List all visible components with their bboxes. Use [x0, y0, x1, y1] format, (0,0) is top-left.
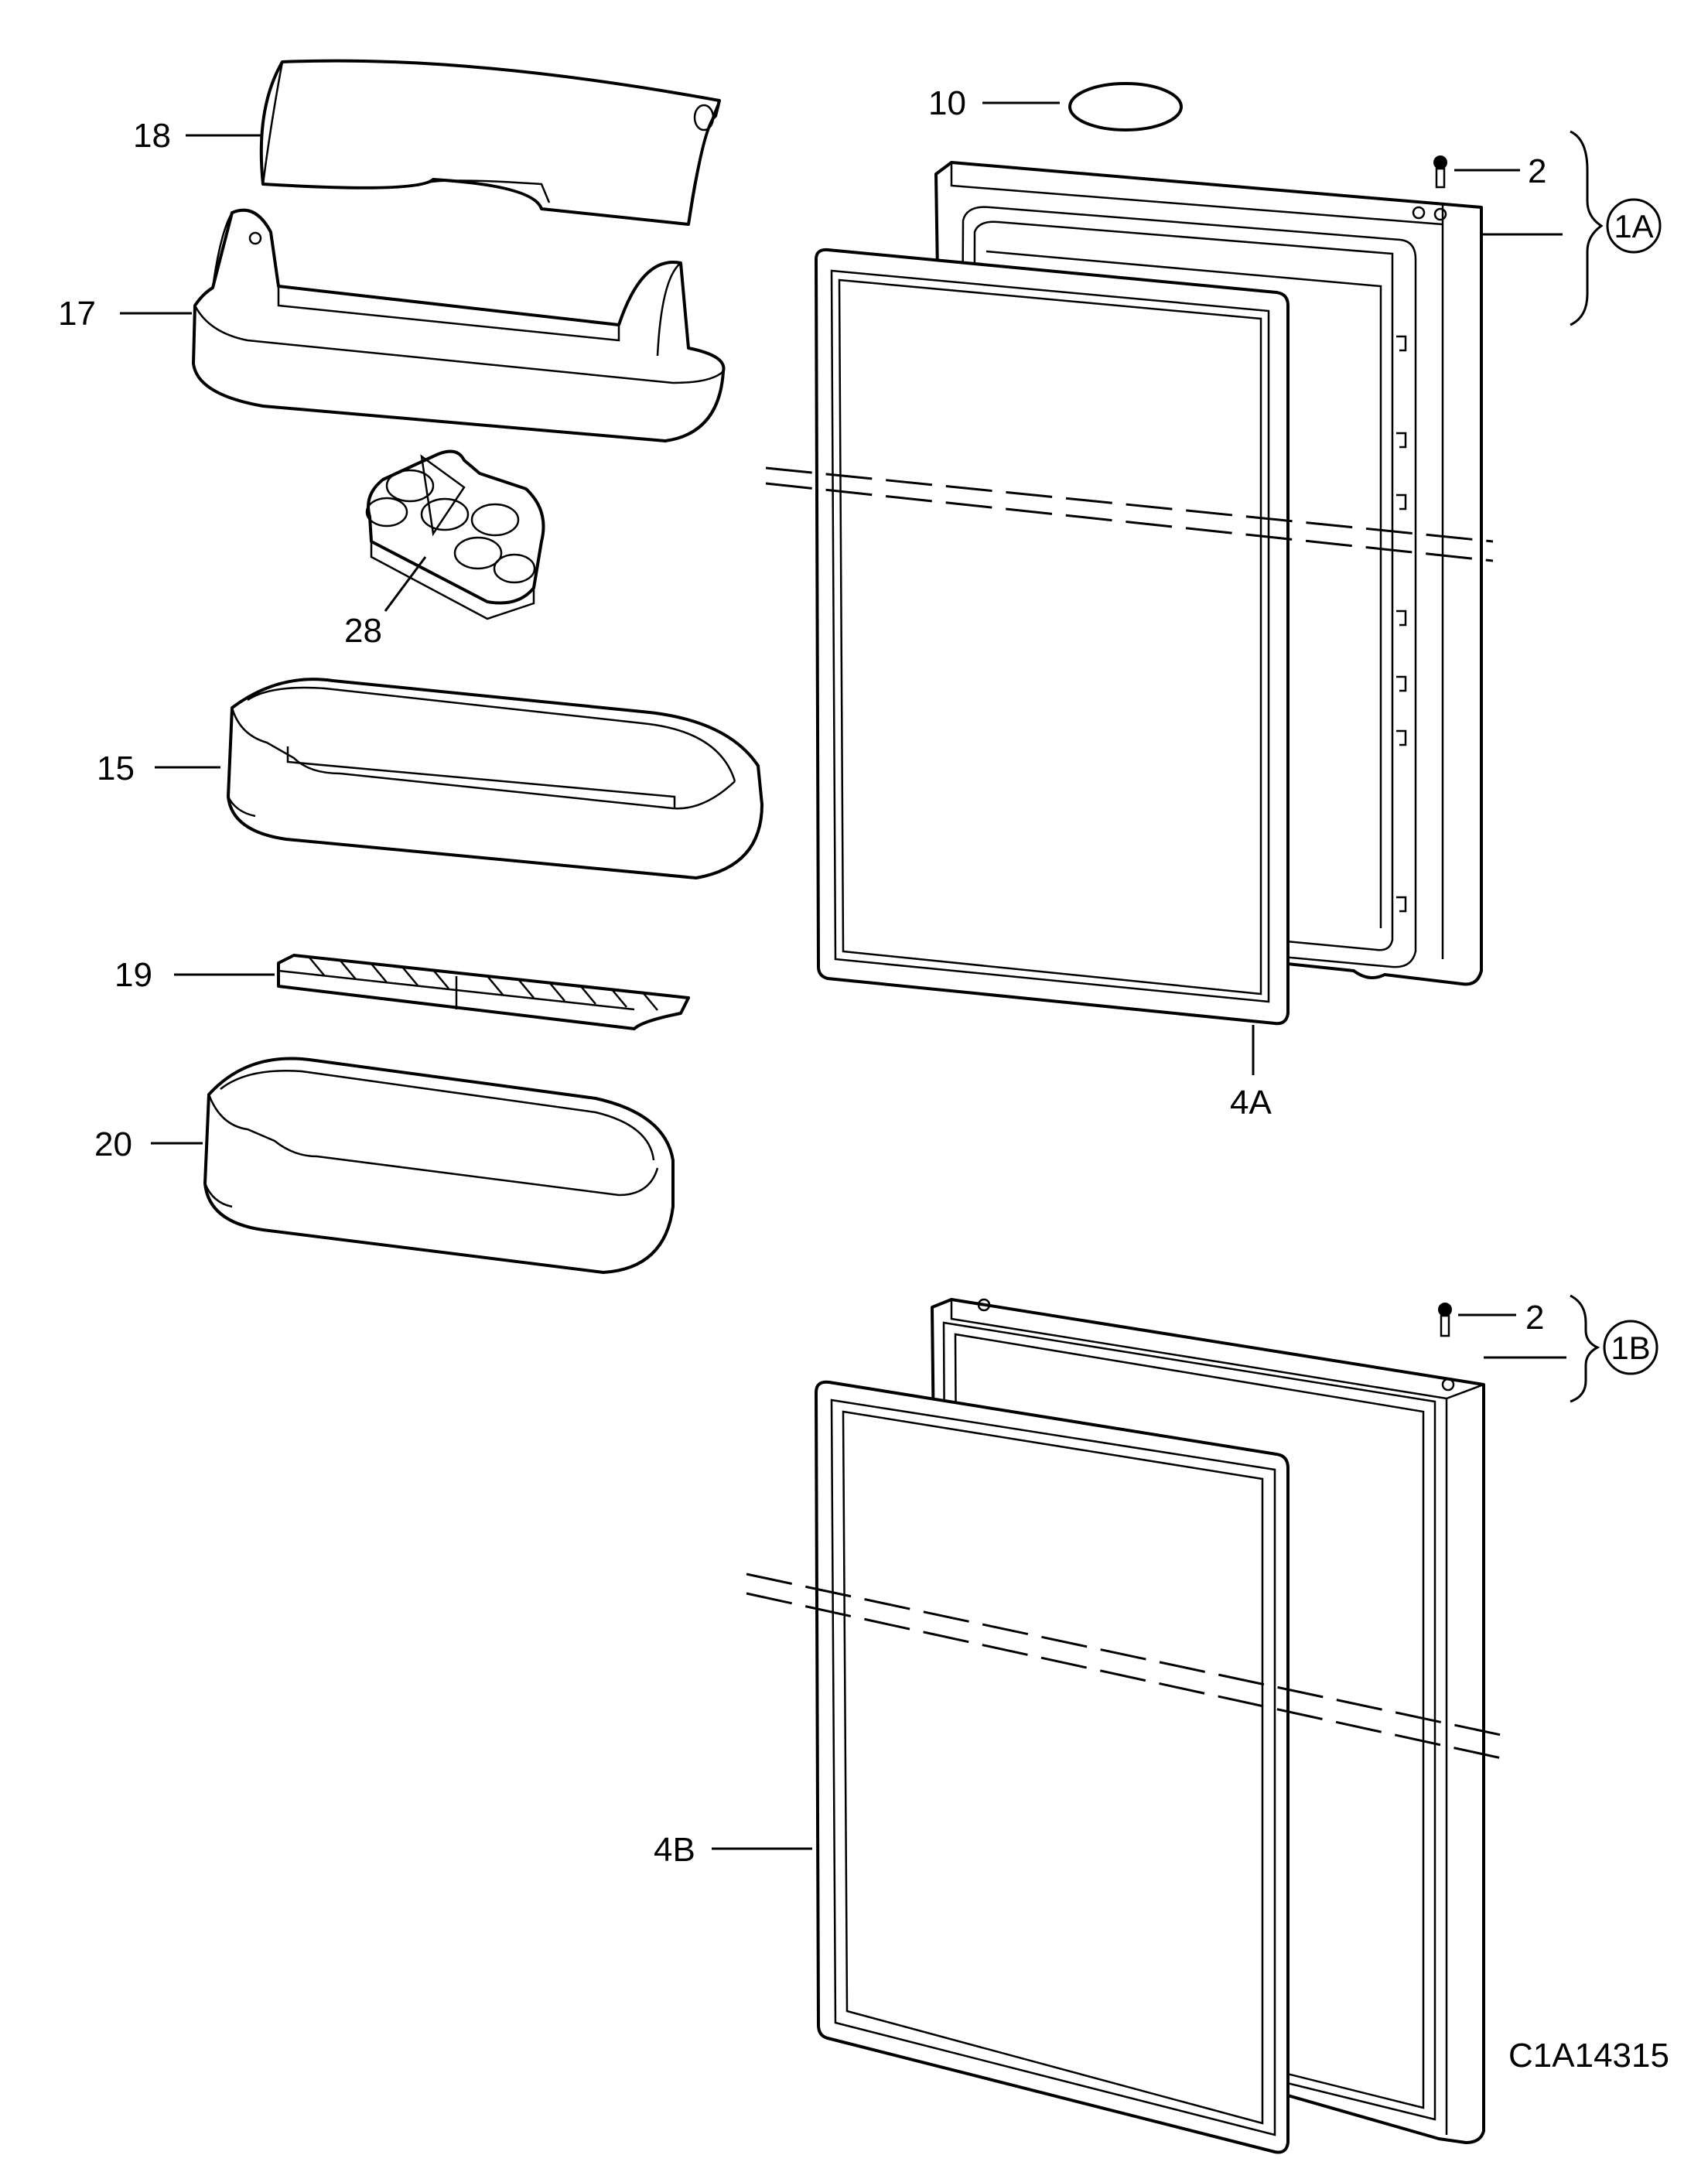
label-4a: 4A	[1230, 1084, 1272, 1122]
label-1b: 1B	[1611, 1330, 1650, 1366]
assembly-1b-circle	[1603, 1320, 1658, 1375]
label-1a: 1A	[1614, 208, 1653, 244]
part-18-shelf-lid	[259, 59, 721, 226]
label-17: 17	[58, 295, 96, 333]
part-19-divider-rail	[277, 954, 690, 1030]
brace-1a	[1570, 130, 1604, 326]
break-line-lower-1	[746, 1573, 1509, 1738]
part-2-screw-upper	[1433, 155, 1447, 189]
part-15-door-bin	[227, 678, 763, 879]
part-20-door-bin	[203, 1057, 675, 1274]
break-line-lower-2	[746, 1592, 1509, 1761]
assembly-1a-circle	[1606, 198, 1662, 254]
label-20: 20	[94, 1125, 132, 1163]
part-4a-door-gasket	[815, 248, 1290, 1026]
part-28-egg-tray	[365, 449, 545, 620]
part-10-badge	[1068, 82, 1183, 131]
leader-28	[384, 556, 427, 612]
brace-1b	[1570, 1294, 1600, 1403]
part-4b-door-gasket	[815, 1380, 1290, 2154]
break-line-upper-1	[765, 466, 1494, 543]
label-15: 15	[97, 750, 135, 787]
label-2-upper: 2	[1528, 152, 1546, 190]
label-4b: 4B	[654, 1831, 695, 1869]
part-2-screw-lower	[1438, 1303, 1452, 1337]
label-28: 28	[344, 612, 382, 650]
label-2-lower: 2	[1525, 1299, 1544, 1337]
label-19: 19	[114, 956, 152, 994]
label-18: 18	[133, 117, 171, 155]
label-10: 10	[928, 84, 966, 122]
part-17-door-shelf	[192, 208, 726, 442]
drawing-reference: C1A14315	[1508, 2037, 1669, 2075]
break-line-upper-2	[765, 482, 1494, 562]
